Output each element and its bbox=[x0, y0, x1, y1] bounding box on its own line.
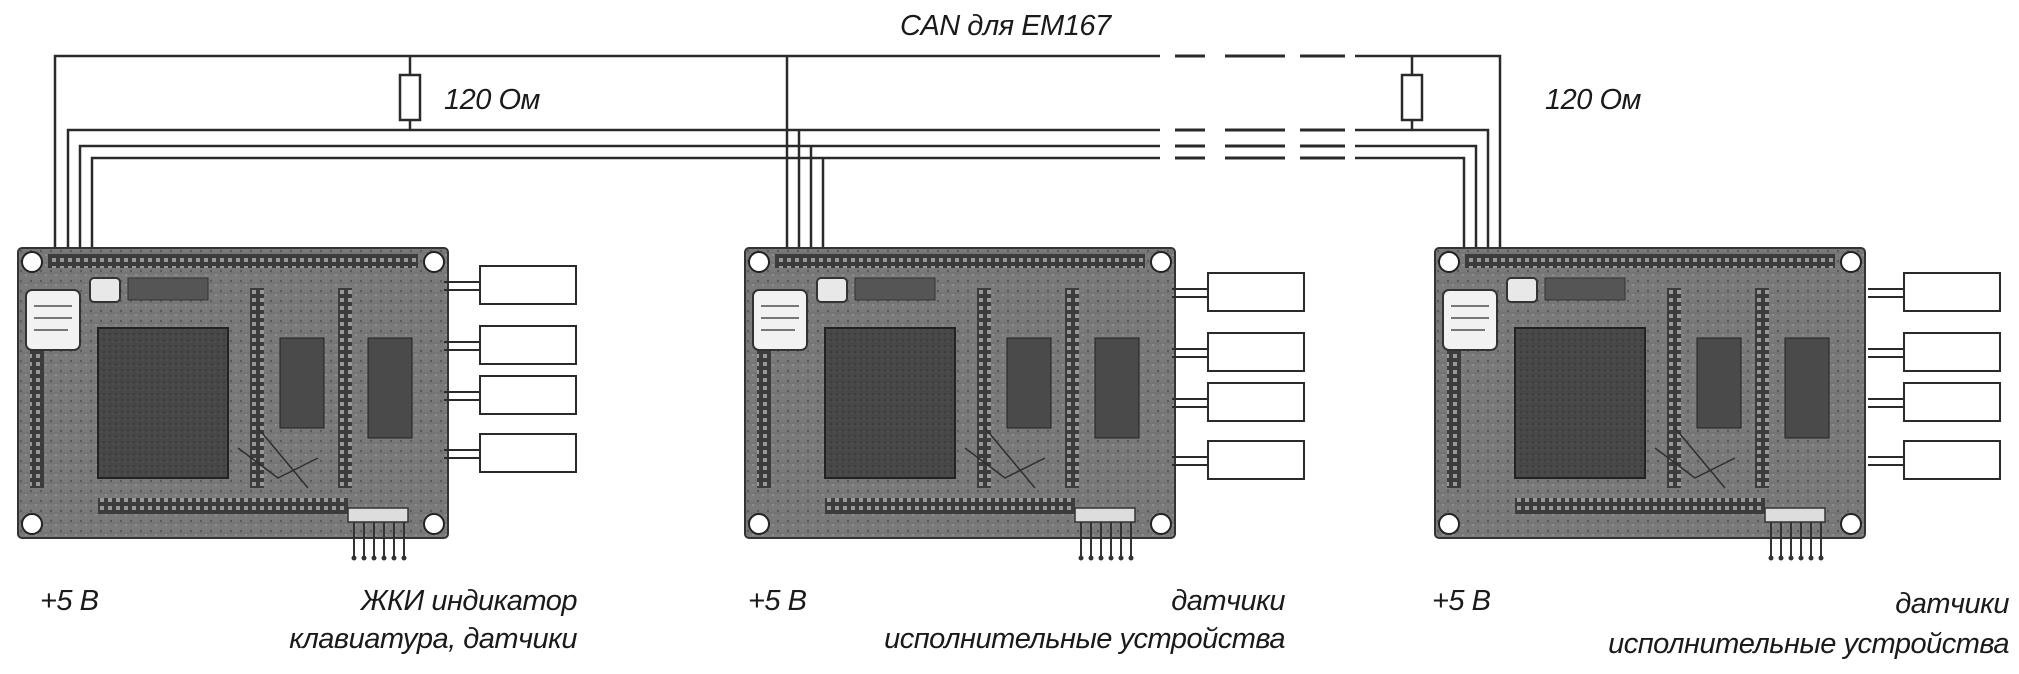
node2-power-label: +5 В bbox=[748, 585, 807, 617]
peripherals-1 bbox=[443, 265, 577, 473]
node1-io-line2: клавиатура, датчики bbox=[289, 623, 577, 655]
node3-power-label: +5 В bbox=[1432, 585, 1491, 617]
bus-title: CAN для EM167 bbox=[900, 10, 1111, 42]
terminator-label-right: 120 Ом bbox=[1545, 84, 1641, 116]
can-bus-wires bbox=[53, 54, 1502, 252]
peripherals-3 bbox=[1867, 272, 2001, 480]
node2-io-line1: датчики bbox=[1171, 585, 1285, 617]
node3-io-line2: исполнительные устройства bbox=[1608, 628, 2009, 660]
node1-power-label: +5 В bbox=[40, 585, 99, 617]
controller-board-3 bbox=[1434, 247, 1866, 562]
peripherals-2 bbox=[1171, 272, 1305, 480]
bus-break-dashes bbox=[1175, 54, 1345, 160]
terminator-resistor-right bbox=[1400, 73, 1424, 122]
node3-io-line1: датчики bbox=[1895, 588, 2009, 620]
terminator-label-left: 120 Ом bbox=[444, 84, 540, 116]
node1-io-line1: ЖКИ индикатор bbox=[360, 585, 578, 617]
controller-board-1 bbox=[17, 247, 449, 562]
terminator-resistor-left bbox=[398, 73, 422, 122]
controller-board-2 bbox=[744, 247, 1176, 562]
node2-io-line2: исполнительные устройства bbox=[884, 623, 1285, 655]
